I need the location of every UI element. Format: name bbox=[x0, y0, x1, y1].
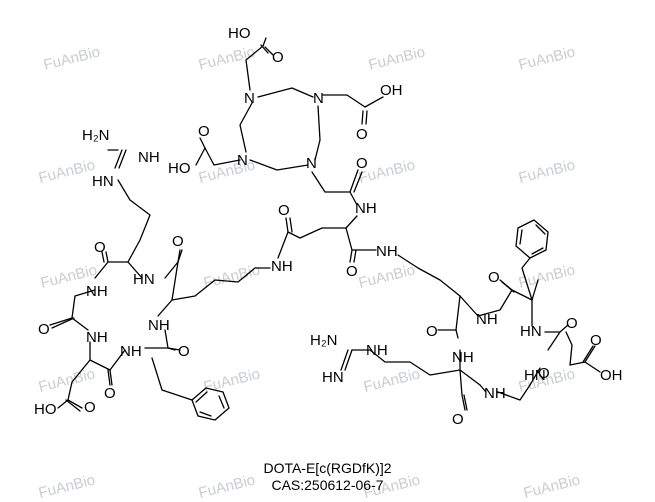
right-nh-3: NH bbox=[484, 385, 506, 402]
watermark: FuAnBio bbox=[42, 43, 102, 73]
right-h2n: H₂N bbox=[310, 332, 338, 349]
dota-o-amide: O bbox=[356, 155, 368, 172]
right-nh-1: NH bbox=[476, 311, 498, 328]
watermark: FuAnBio bbox=[517, 261, 577, 291]
dota-n1: N bbox=[244, 90, 255, 107]
glu-o-left: O bbox=[278, 202, 290, 219]
right-phenyl-ring bbox=[515, 219, 549, 259]
left-phenyl-ring bbox=[191, 387, 230, 421]
watermark: FuAnBio bbox=[357, 261, 417, 291]
dota-macrocycle bbox=[195, 37, 384, 206]
glu-nh: NH bbox=[355, 200, 377, 217]
right-nh-guan: NH bbox=[366, 342, 388, 359]
right-rgdfk-cycle bbox=[340, 254, 601, 411]
right-o-1: O bbox=[488, 269, 500, 286]
left-nh-gly: NH bbox=[86, 283, 108, 300]
watermark: FuAnBio bbox=[517, 43, 577, 73]
right-o-6: O bbox=[452, 411, 464, 428]
right-hn-2: HN bbox=[524, 367, 546, 384]
right-nh-2: NH bbox=[452, 349, 474, 366]
dota-n4: N bbox=[306, 155, 317, 172]
right-o-2: O bbox=[566, 315, 578, 332]
glu-nh-left: NH bbox=[271, 258, 293, 275]
left-o-5: O bbox=[104, 385, 116, 402]
left-o-2: O bbox=[172, 233, 184, 250]
watermark: FuAnBio bbox=[517, 156, 577, 186]
right-o-3: O bbox=[426, 323, 438, 340]
left-o-1: O bbox=[94, 239, 106, 256]
dota-oh-right: OH bbox=[380, 82, 403, 99]
right-oh: OH bbox=[600, 367, 623, 384]
right-hn-1: HN bbox=[520, 323, 542, 340]
dota-o-right: O bbox=[356, 126, 368, 143]
right-hn-imine: HN bbox=[322, 369, 344, 386]
left-nh-2: NH bbox=[86, 329, 108, 346]
glutamate-linker bbox=[277, 215, 377, 263]
watermark-layer: FuAnBio FuAnBio FuAnBio FuAnBio FuAnBio … bbox=[37, 43, 582, 501]
left-ho: HO bbox=[34, 401, 57, 418]
watermark: FuAnBio bbox=[37, 365, 97, 395]
right-o-5: O bbox=[538, 365, 550, 382]
watermark: FuAnBio bbox=[362, 365, 422, 395]
left-rgdfk-cycle bbox=[49, 149, 271, 412]
watermark: FuAnBio bbox=[202, 365, 262, 395]
glu-nh-right: NH bbox=[376, 243, 398, 260]
dota-n2: N bbox=[313, 90, 324, 107]
left-o-4: O bbox=[178, 343, 190, 360]
watermark: FuAnBio bbox=[367, 43, 427, 73]
dota-o-left: O bbox=[198, 123, 210, 140]
cas-number: CAS:250612-06-7 bbox=[271, 477, 384, 493]
dota-ho-left: HO bbox=[168, 160, 191, 177]
left-nh-3: NH bbox=[148, 317, 170, 334]
dota-o-top: O bbox=[272, 49, 284, 66]
compound-name: DOTA-E[c(RGDfK)]2 bbox=[263, 460, 392, 476]
watermark: FuAnBio bbox=[202, 261, 262, 291]
dota-ho-top: HO bbox=[228, 25, 251, 42]
dota-n3: N bbox=[237, 152, 248, 169]
right-o-4: O bbox=[590, 332, 602, 349]
left-o-3: O bbox=[38, 321, 50, 338]
left-h2n: H₂N bbox=[82, 127, 110, 144]
left-nh-4: NH bbox=[120, 343, 142, 360]
left-o-6: O bbox=[84, 399, 96, 416]
left-hn-guan: HN bbox=[92, 173, 114, 190]
watermark: FuAnBio bbox=[37, 156, 97, 186]
glu-o-bottom: O bbox=[346, 263, 358, 280]
left-hn-1: HN bbox=[133, 271, 155, 288]
left-nh-imine: NH bbox=[138, 149, 160, 166]
